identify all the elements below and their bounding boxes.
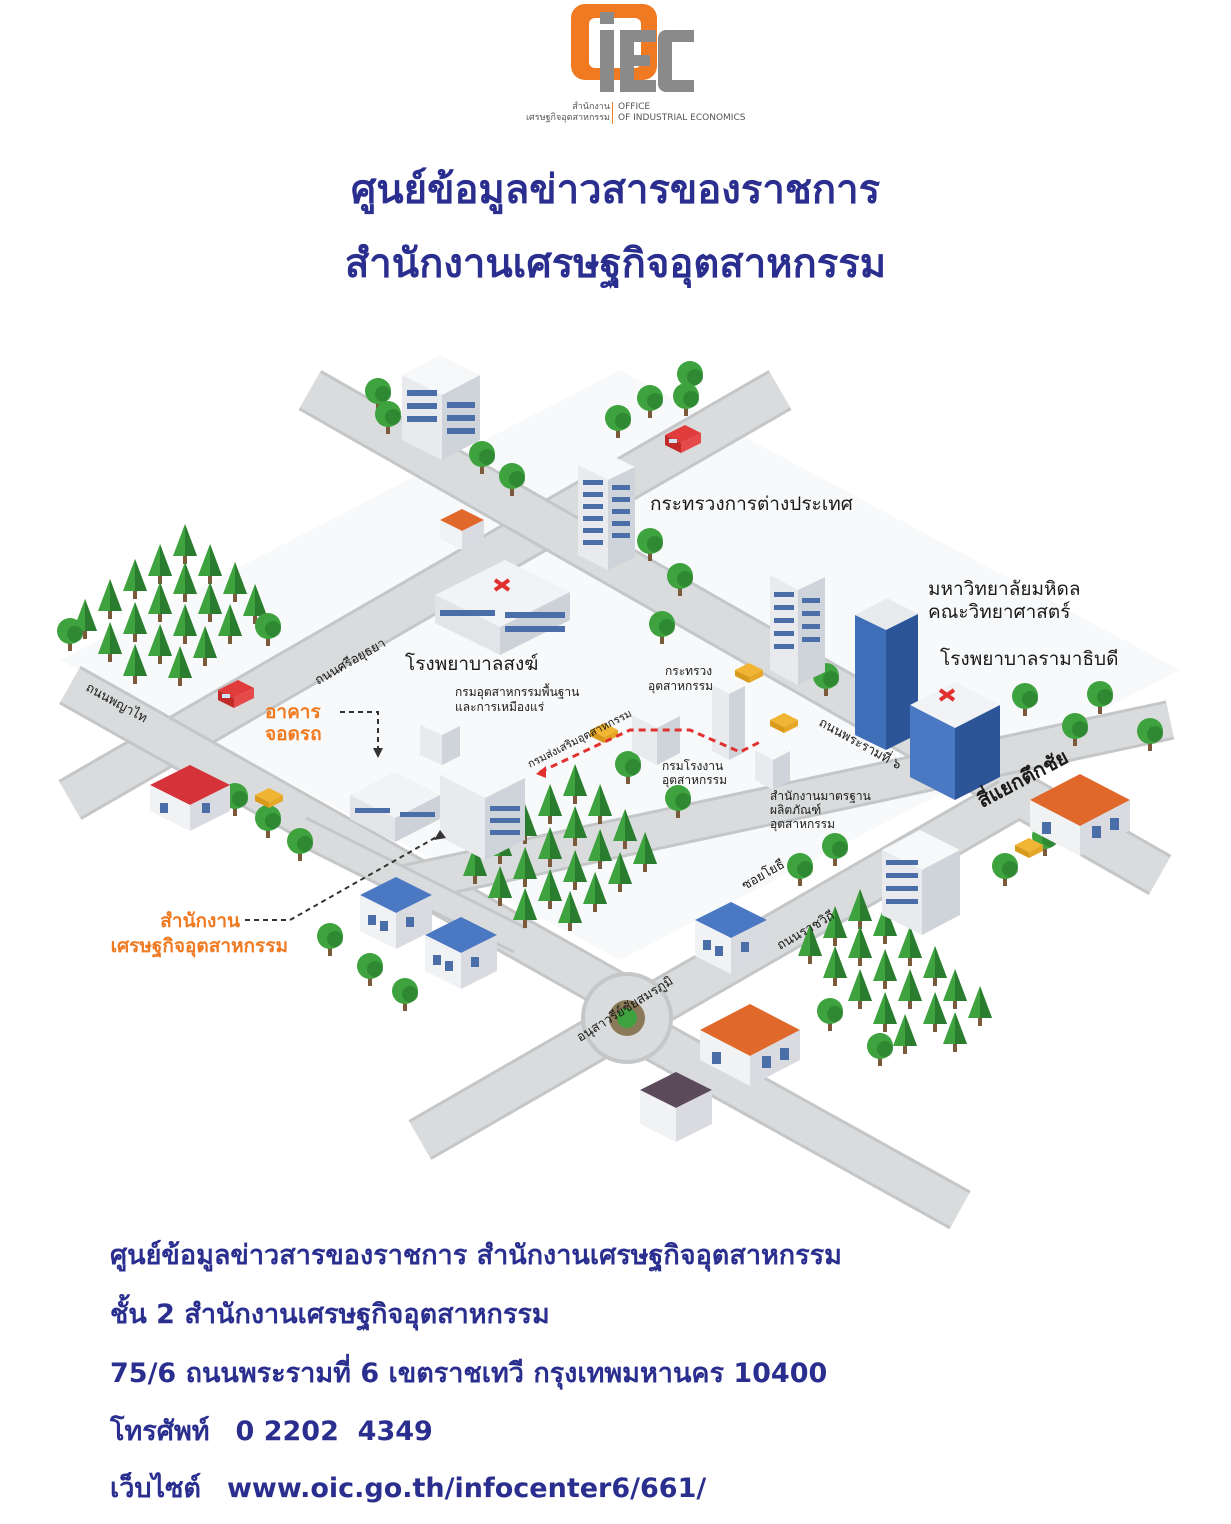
hospital-cross-icon bbox=[493, 578, 511, 592]
logo-english-name: OFFICE OF INDUSTRIAL ECONOMICS bbox=[618, 102, 746, 123]
label-foreign-ministry: กระทรวงการต่างประเทศ bbox=[650, 493, 853, 515]
ramathibodi-cross-icon bbox=[938, 688, 956, 702]
building-tisi bbox=[755, 741, 790, 790]
footer-address: 75/6 ถนนพระรามที่ 6 เขตราชเทวี กรุงเทพมห… bbox=[110, 1358, 828, 1389]
logo-thai-name: สำนักงาน เศรษฐกิจอุตสาหกรรม bbox=[525, 102, 610, 123]
building-oie bbox=[440, 755, 525, 860]
route-to-dip bbox=[539, 728, 761, 774]
footer-center-name: ศูนย์ข้อมูลข่าวสารของราชการ สำนักงานเศรษ… bbox=[110, 1240, 842, 1271]
footer-phone-row: โทรศัพท์ 0 2202 4349 bbox=[110, 1414, 1190, 1450]
label-tisi-1: สำนักงานมาตรฐาน bbox=[770, 789, 871, 803]
building-mahidol bbox=[770, 562, 918, 750]
building-dpim bbox=[420, 716, 460, 765]
page-title-line2: สำนักงานเศรษฐกิจอุตสาหกรรม bbox=[344, 241, 887, 287]
building-top-left bbox=[402, 355, 480, 460]
footer-web-row: เว็บไซต์ www.oic.go.th/infocenter6/661/ bbox=[110, 1471, 1190, 1507]
label-moi-1: กระทรวง bbox=[665, 664, 712, 678]
house-gray bbox=[640, 1072, 712, 1142]
label-ramathibodi: โรงพยาบาลรามาธิบดี bbox=[940, 647, 1118, 670]
location-map: กระทรวงการต่างประเทศ มหาวิทยาลัยมหิดล คณ… bbox=[57, 355, 1180, 1230]
logo-i-stem bbox=[600, 30, 614, 92]
label-dpim-2: และการเหมืองแร่ bbox=[455, 700, 545, 714]
building-foreign-ministry bbox=[578, 452, 635, 570]
label-dpim-1: กรมอุตสาหกรรมพื้นฐาน bbox=[455, 683, 579, 700]
oie-pointer bbox=[245, 834, 441, 921]
logo-i-dot bbox=[600, 12, 614, 24]
building-parking bbox=[350, 772, 440, 842]
label-oie-1: สำนักงาน bbox=[160, 910, 240, 932]
oie-logo: สำนักงาน เศรษฐกิจอุตสาหกรรม OFFICE OF IN… bbox=[0, 0, 1231, 140]
label-moi-2: อุตสาหกรรม bbox=[648, 679, 713, 694]
roads bbox=[58, 370, 1175, 1230]
label-mahidol-1: มหาวิทยาลัยมหิดล bbox=[928, 578, 1081, 600]
label-priest-hospital: โรงพยาบาลสงฆ์ bbox=[405, 652, 538, 675]
parking-pointer bbox=[340, 711, 379, 750]
phone-number: 0 2202 4349 bbox=[235, 1416, 433, 1447]
building-priest-hospital bbox=[435, 560, 570, 655]
label-parking-2: จอดรถ bbox=[265, 723, 322, 745]
label-oie-2: เศรษฐกิจอุตสาหกรรม bbox=[111, 935, 288, 959]
web-label: เว็บไซต์ bbox=[110, 1473, 201, 1504]
building-right-office bbox=[882, 830, 960, 935]
label-tisi-3: อุตสาหกรรม bbox=[770, 817, 835, 832]
building-diw bbox=[632, 703, 680, 765]
logo-divider bbox=[612, 102, 613, 124]
label-tisi-2: ผลิตภัณฑ์ bbox=[770, 803, 821, 817]
label-diw-1: กรมโรงงาน bbox=[662, 759, 723, 773]
logo-c-shape bbox=[658, 30, 694, 92]
small-house-top bbox=[440, 509, 484, 550]
building-ministry-of-industry bbox=[712, 677, 745, 760]
label-diw-2: อุตสาหกรรม bbox=[662, 773, 727, 788]
label-parking-1: อาคาร bbox=[265, 701, 321, 723]
page-title-line1: ศูนย์ข้อมูลข่าวสารของราชการ bbox=[350, 167, 881, 213]
building-ramathibodi bbox=[910, 682, 1000, 800]
phone-label: โทรศัพท์ bbox=[110, 1416, 210, 1447]
footer-floor: ชั้น 2 สำนักงานเศรษฐกิจอุตสาหกรรม bbox=[110, 1299, 550, 1330]
label-mahidol-2: คณะวิทยาศาสตร์ bbox=[928, 601, 1070, 623]
logo-e-shape bbox=[620, 80, 656, 92]
web-link[interactable]: www.oic.go.th/infocenter6/661/ bbox=[226, 1473, 707, 1504]
oie-logo-mark bbox=[571, 4, 694, 92]
